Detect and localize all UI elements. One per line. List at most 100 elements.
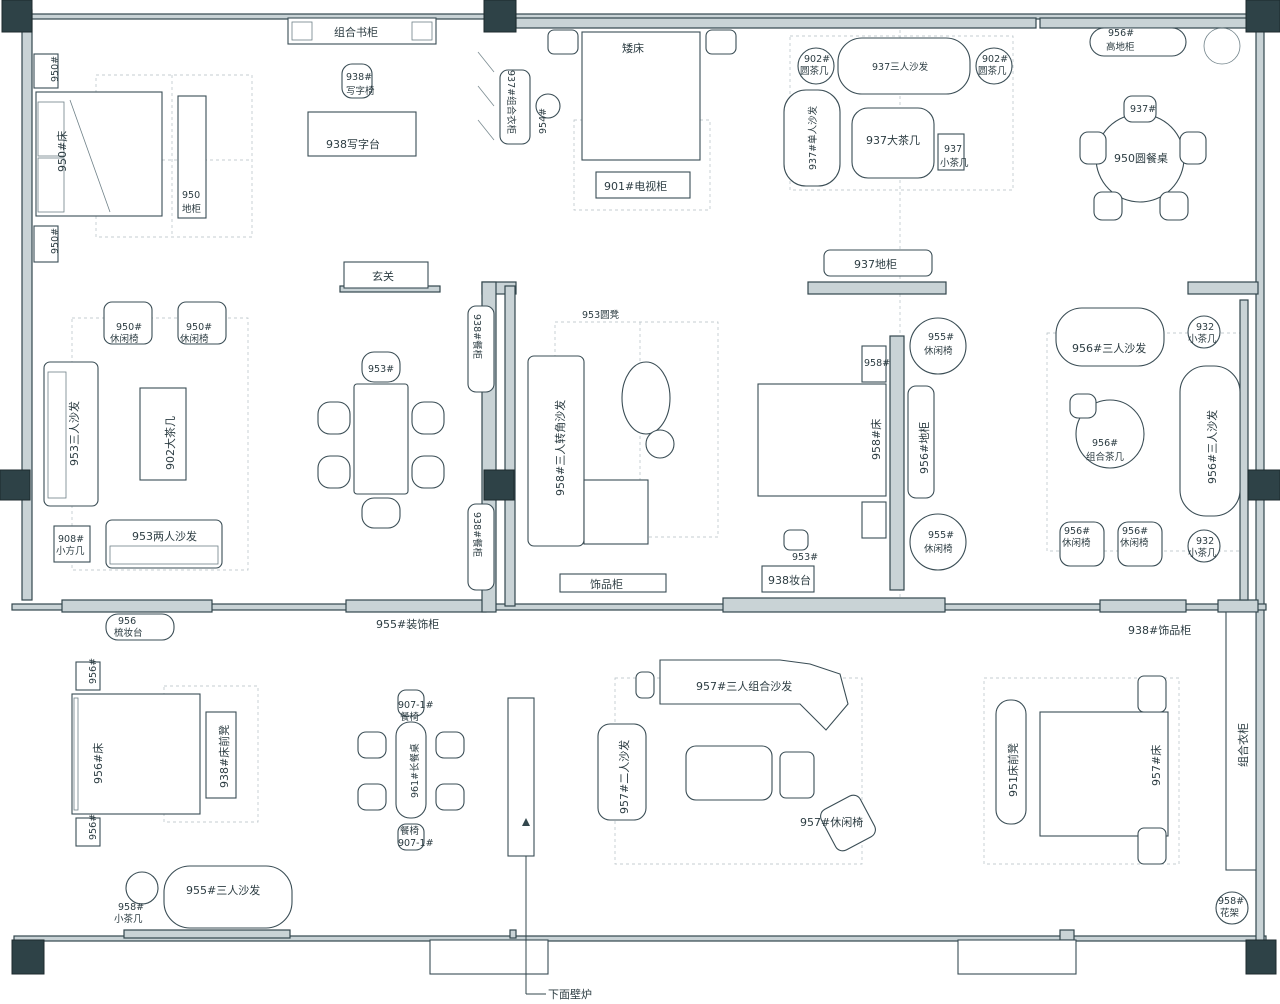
dresser-956 [105, 613, 175, 641]
label-wardrobe-937: 937#组合衣柜 [505, 70, 517, 135]
coffee-table-937 [851, 107, 935, 179]
square-table-908 [53, 525, 91, 563]
lounge-chair-950-b [177, 301, 227, 345]
label-side-958-b: 小茶几 [114, 913, 143, 925]
label-desk: 938写字台 [326, 137, 380, 151]
dining-bottom [357, 689, 465, 851]
label-lounge-955-a-top: 955# [928, 332, 954, 343]
label-lounge-950-b2: 休闲椅 [180, 333, 209, 345]
label-floor-cabinet-937: 937地柜 [854, 258, 897, 271]
label-small-932-top-a: 932 [1196, 322, 1214, 333]
sideboard-938-b [467, 503, 495, 591]
label-low-bed: 矮床 [622, 41, 644, 55]
fireplace-leader [507, 697, 546, 995]
bedroom-top-middle [477, 29, 1013, 199]
label-floor-cabinet-left-a: 950 [182, 190, 200, 201]
label-round-stool-953: 953圆凳 [582, 310, 620, 321]
combo-table-956 [1075, 399, 1145, 469]
label-bench-938: 938#床前凳 [217, 725, 231, 788]
label-stool-954: 954# [538, 108, 549, 134]
structural-columns [0, 0, 1280, 975]
living-left [43, 261, 429, 569]
sofa-956-three [1055, 307, 1165, 367]
entry-console [343, 261, 429, 289]
sofa-937-three [837, 37, 971, 95]
label-round-902-left-b: 圆茶几 [800, 65, 829, 77]
label-square-908-b: 小方几 [56, 545, 85, 557]
lounge-middle [527, 249, 933, 593]
label-square-908-a: 908# [58, 534, 84, 545]
label-bed-topleft: 950#床 [55, 131, 69, 172]
bed-957 [1039, 711, 1169, 837]
label-bed-958: 958#床 [869, 419, 883, 460]
sofa-957-combo [659, 659, 849, 731]
label-dining-chair-907-top-a: 907-1# [398, 700, 434, 711]
label-bed-956: 956#床 [91, 743, 105, 784]
label-tall-956-a: 956# [1108, 28, 1134, 39]
label-bed-957: 957#床 [1149, 745, 1163, 786]
label-small-932-bottom-a: 932 [1196, 536, 1214, 547]
label-dresser-956-a: 956 [118, 616, 136, 627]
label-desk-chair-top: 938# [346, 72, 372, 83]
label-sofa-937: 937三人沙发 [872, 61, 929, 73]
lounge-right [1055, 307, 1241, 567]
label-sofa-three-953: 953三人沙发 [67, 401, 81, 466]
label-lounge-956-a-top: 956# [1064, 526, 1090, 537]
label-lounge-955-b-bottom: 休闲椅 [924, 543, 953, 555]
label-sofa-955-three: 955#三人沙发 [186, 883, 260, 897]
label-coffee-902: 902大茶几 [163, 416, 177, 470]
label-entry: 玄关 [372, 269, 394, 283]
label-fireplace: 下面壁炉 [548, 987, 592, 1001]
label-lounge-956-b-top: 956# [1122, 526, 1148, 537]
bedroom-bottom-right [995, 611, 1257, 925]
desk-chair [341, 63, 373, 99]
label-small-932-top-b: 小茶几 [1188, 333, 1217, 345]
stool-954 [535, 93, 561, 119]
label-dresser-956-b: 梳妆台 [114, 627, 143, 639]
label-small-937-a: 937 [944, 144, 962, 155]
label-combo-wardrobe: 组合衣柜 [1236, 723, 1250, 767]
display-cabinet [559, 573, 667, 593]
label-round-dining-950: 950圆餐桌 [1114, 151, 1168, 165]
label-lounge-950-a: 950# [116, 322, 142, 333]
label-sofa-956-three: 956#三人沙发 [1072, 341, 1146, 355]
tall-cabinet-956 [1089, 27, 1187, 57]
lounge-chair-957 [820, 794, 876, 852]
label-sideboard-a: 938#餐柜 [471, 314, 483, 360]
single-sofa-937 [783, 89, 841, 187]
sofa-953-three [43, 361, 99, 507]
label-tall-956-b: 高地柜 [1106, 41, 1135, 53]
wardrobe-937 [499, 69, 531, 145]
label-round-902-right-a: 902# [982, 54, 1008, 65]
bed-958 [757, 383, 887, 497]
sideboard-938-a [467, 305, 495, 393]
lounge-bottom [597, 659, 876, 852]
label-lounge-955-b-top: 955# [928, 530, 954, 541]
label-lounge-950-b: 950# [186, 322, 212, 333]
corner-sofa-958 [527, 355, 585, 547]
plant [1203, 27, 1241, 65]
label-dining-chair-907-top-b: 餐椅 [400, 711, 420, 723]
label-chair-937-top: 937# [1130, 104, 1156, 115]
label-sofa-two-957: 957#二人沙发 [617, 740, 631, 814]
label-corner-sofa-958: 958#三人转角沙发 [553, 400, 567, 496]
label-dresser-stool-953: 953# [792, 552, 818, 563]
label-sofa-combo-957: 957#三人组合沙发 [696, 679, 792, 693]
lounge-chair-950-a [103, 301, 153, 345]
label-tv-cabinet: 901#电视柜 [604, 179, 667, 193]
label-dresser-938: 938妆台 [768, 573, 811, 587]
label-round-902-left-a: 902# [804, 54, 830, 65]
tv-cabinet [595, 171, 691, 199]
coffee-oval [621, 361, 671, 435]
label-dining-chair-907-bottom-a: 餐椅 [400, 825, 420, 837]
label-nightstand-958: 958# [864, 358, 890, 369]
label-display-cabinet: 饰品柜 [590, 577, 623, 591]
labels: 组合书柜 938# 写字椅 938写字台 950#床 950 地柜 950# 9… [50, 25, 1250, 1001]
bench-938 [205, 711, 237, 799]
sofa-957-two [597, 723, 647, 821]
label-combo-956-b: 组合茶几 [1086, 451, 1125, 463]
label-nightstand-tl-top: 950# [50, 56, 61, 82]
floor-cabinet-left [177, 95, 207, 219]
label-floor-cabinet-956: 956#地柜 [918, 422, 931, 474]
